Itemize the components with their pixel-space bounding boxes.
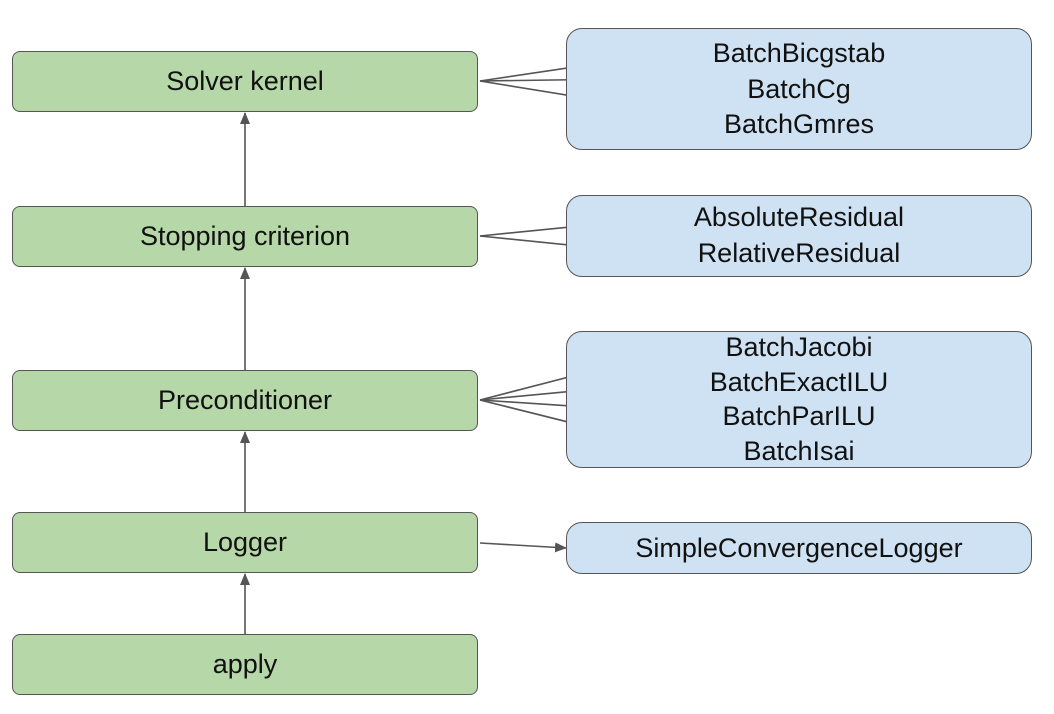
solver-option-2: BatchCg (747, 74, 851, 104)
precond-option-1: BatchJacobi (725, 332, 873, 362)
layer-solver-kernel: Solver kernel (12, 51, 478, 112)
arrow-logger-option-1 (479, 542, 567, 553)
layer-stopping-criterion-label: Stopping criterion (139, 221, 351, 251)
layer-preconditioner: Preconditioner (12, 370, 478, 431)
solver-option-3: BatchGmres (723, 109, 875, 139)
layer-apply: apply (12, 634, 478, 695)
solver-option-1: BatchBicgstab (712, 38, 886, 68)
solver-options-box: BatchBicgstab BatchCg BatchGmres (566, 28, 1032, 150)
layer-preconditioner-label: Preconditioner (157, 385, 333, 415)
precond-options-box: BatchJacobi BatchExactILU BatchParILU Ba… (566, 331, 1032, 468)
stopping-options-box: AbsoluteResidual RelativeResidual (566, 195, 1032, 277)
layer-apply-label: apply (212, 649, 278, 679)
layer-logger-label: Logger (202, 527, 288, 557)
logger-options-box: SimpleConvergenceLogger (566, 522, 1032, 574)
stopping-option-2: RelativeResidual (697, 238, 901, 268)
stopping-option-1: AbsoluteResidual (693, 202, 905, 232)
layer-solver-kernel-label: Solver kernel (166, 66, 324, 96)
precond-option-3: BatchParILU (722, 401, 876, 431)
precond-option-2: BatchExactILU (709, 367, 889, 397)
precond-option-4: BatchIsai (743, 436, 855, 466)
layer-stopping-criterion: Stopping criterion (12, 206, 478, 267)
layer-logger: Logger (12, 512, 478, 573)
logger-option-1: SimpleConvergenceLogger (635, 533, 963, 563)
